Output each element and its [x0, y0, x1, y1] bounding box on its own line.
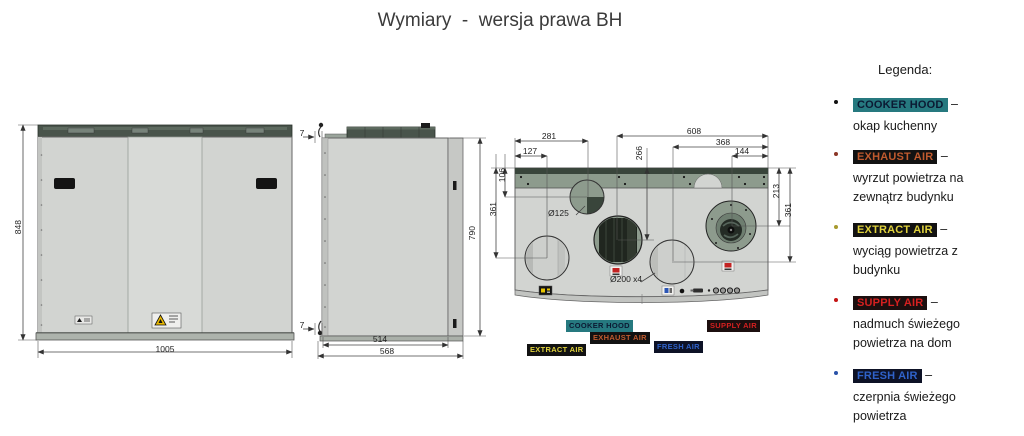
- sticker-red-mid: [609, 265, 623, 277]
- cable-gland: [679, 288, 685, 294]
- dim-front-height: 848: [13, 220, 23, 235]
- duct-label-fresh-air: FRESH AIR: [654, 341, 703, 353]
- duct-label-cooker-hood: COOKER HOOD: [566, 320, 633, 332]
- legend-desc: czerpnia świeżego powietrza: [853, 390, 956, 423]
- top-view-drawing: [491, 133, 796, 304]
- bullet-icon: [834, 298, 838, 302]
- dim-top-361-left: 361: [488, 202, 498, 217]
- sticker-red-right: [721, 260, 735, 272]
- legend-dash: –: [936, 222, 948, 236]
- dim-side-depth-outer: 568: [379, 346, 395, 356]
- label-port-small: Ø125: [548, 208, 569, 218]
- side-cabinet-body: [321, 137, 449, 337]
- label-port-large: Ø200 x4: [610, 274, 643, 284]
- legend-dash: –: [947, 97, 958, 111]
- warning-label-small: [74, 315, 93, 325]
- legend-item-fresh-air: FRESH AIR – czerpnia świeżego powietrza: [820, 366, 1020, 425]
- port-fresh: [649, 239, 695, 285]
- legend-item-cooker-hood: COOKER HOOD – okap kuchenny: [820, 95, 1020, 136]
- sticker-yellow: [538, 285, 553, 296]
- dim-side-depth-inner: 514: [372, 334, 388, 344]
- dim-front-width: 1005: [155, 344, 175, 354]
- side-back-panel: [447, 137, 464, 337]
- port-supply-fan: [705, 200, 757, 252]
- legend-item-exhaust-air: EXHAUST AIR – wyrzut powietrza na zewnąt…: [820, 147, 1020, 206]
- legend-desc: okap kuchenny: [853, 119, 938, 133]
- legend-tag: SUPPLY AIR: [853, 296, 928, 310]
- bullet-icon: [834, 371, 838, 375]
- side-view-drawing: [303, 122, 486, 359]
- legend-item-extract-air: EXTRACT AIR – wyciąg powietrza z budynku: [820, 220, 1020, 279]
- dim-side-height: 790: [467, 226, 477, 241]
- legend-desc: nadmuch świeżego powietrza na dom: [853, 317, 961, 350]
- legend-item-supply-air: SUPPLY AIR – nadmuch świeżego powietrza …: [820, 293, 1020, 352]
- dim-top-144: 144: [734, 146, 750, 156]
- dim-top-127: 127: [522, 146, 538, 156]
- dim-top-608: 608: [686, 126, 702, 136]
- bullet-icon: [834, 225, 838, 229]
- duct-label-supply-air: SUPPLY AIR: [707, 320, 760, 332]
- terminal-row: [707, 287, 741, 294]
- page-title: Wymiary - wersja prawa BH: [377, 10, 623, 31]
- bullet-icon: [834, 100, 838, 104]
- legend-desc: wyrzut powietrza na zewnątrz budynku: [853, 171, 964, 204]
- duct-label-exhaust-air: EXHAUST AIR: [590, 332, 650, 344]
- legend-tag: FRESH AIR: [853, 369, 922, 383]
- legend-desc: wyciąg powietrza z budynku: [853, 244, 958, 277]
- left-door-handle: [54, 178, 75, 189]
- duct-label-extract-air: EXTRACT AIR: [527, 344, 587, 356]
- legend-dash: –: [921, 368, 933, 382]
- legend-tag: EXHAUST AIR: [853, 150, 938, 164]
- sticker-blue: [661, 285, 675, 296]
- right-door-handle: [256, 178, 277, 189]
- dim-top-106: 106: [497, 168, 507, 183]
- dim-top-266: 266: [634, 146, 644, 161]
- connector-socket: [690, 288, 703, 293]
- legend-tag: EXTRACT AIR: [853, 223, 937, 237]
- dim-side-bottom-gap: 7: [299, 320, 305, 330]
- dim-top-281: 281: [541, 131, 557, 141]
- dim-side-top-gap: 7: [299, 128, 305, 138]
- bullet-icon: [834, 152, 838, 156]
- front-view-drawing: [18, 124, 295, 358]
- legend-dash: –: [927, 295, 938, 309]
- dim-top-361-right: 361: [783, 203, 793, 218]
- dim-top-213: 213: [771, 184, 781, 199]
- legend-heading: Legenda:: [878, 62, 933, 77]
- dim-top-368: 368: [715, 137, 731, 147]
- legend-dash: –: [937, 149, 948, 163]
- legend-tag: COOKER HOOD: [853, 98, 948, 112]
- warning-label-large: [151, 312, 182, 329]
